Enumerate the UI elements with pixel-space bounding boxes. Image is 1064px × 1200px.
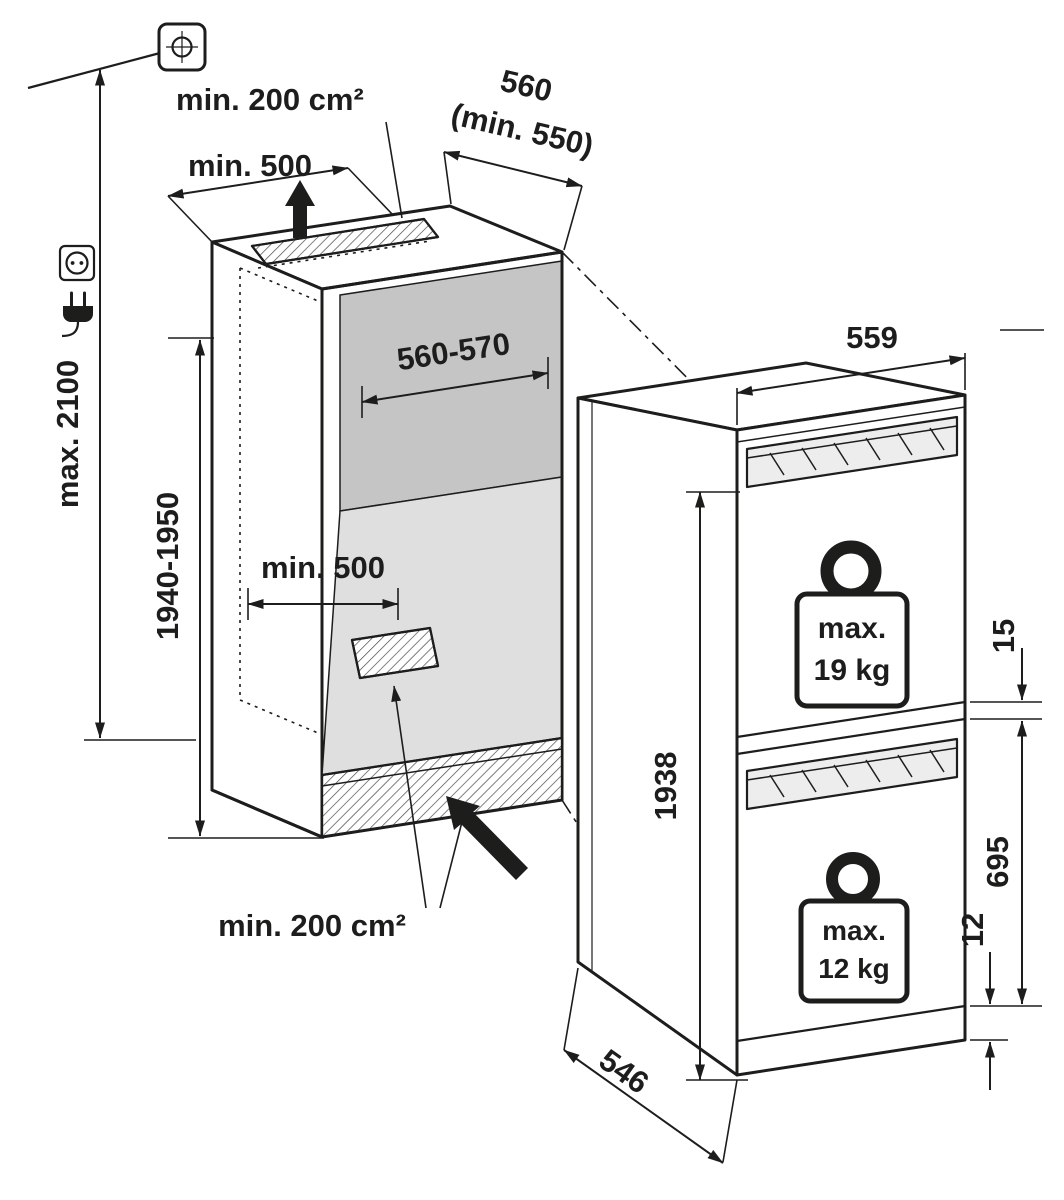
label-niche-depth-min: (min. 550) xyxy=(448,96,597,163)
upper-door-weight-value: 19 kg xyxy=(814,654,891,687)
label-top-vent-area: min. 200 cm² xyxy=(176,82,364,117)
floor-vent-hatch xyxy=(350,626,440,680)
upper-door-handle-rail xyxy=(745,415,959,489)
top-vent-hatch xyxy=(250,217,440,269)
label-bottom-gap: 12 xyxy=(955,913,990,947)
dim-niche-height: 1940-1950 xyxy=(150,337,324,839)
niche-floor xyxy=(321,476,563,776)
label-door-gap: 15 xyxy=(986,619,1021,653)
power-plug-icon xyxy=(61,291,93,338)
label-top-clearance: min. 500 xyxy=(188,148,312,183)
weight-limit-lower: max. 12 kg xyxy=(798,852,910,1004)
label-ceiling-height: max. 2100 xyxy=(50,360,85,508)
door-edges xyxy=(736,406,966,1043)
label-floor-clearance: min. 500 xyxy=(261,550,385,585)
dim-top-clearance: min. 500 xyxy=(167,148,394,244)
label-niche-height: 1940-1950 xyxy=(150,492,185,640)
dim-appliance-height: 1938 xyxy=(648,491,748,1081)
label-lower-door-height: 695 xyxy=(980,836,1015,888)
ceiling-fixing-icon xyxy=(27,22,207,90)
appliance: max. 19 kg max. 12 kg xyxy=(576,361,967,1077)
label-bottom-vent-area: min. 200 cm² xyxy=(218,908,406,943)
dim-right-chain: 15 695 12 xyxy=(955,329,1044,1090)
icons xyxy=(27,22,207,338)
label-appliance-width: 559 xyxy=(846,320,898,355)
power-socket-icon xyxy=(58,244,96,282)
upper-door-weight-prefix: max. xyxy=(818,612,886,645)
niche-front-face xyxy=(210,240,324,839)
lower-door-weight-value: 12 kg xyxy=(818,953,890,984)
weight-limit-upper: max. 19 kg xyxy=(794,540,910,709)
bottom-vent-hatch xyxy=(320,736,564,839)
label-bottom-vent: min. 200 cm² xyxy=(218,685,468,943)
niche xyxy=(210,180,564,880)
dim-floor-clearance: min. 500 xyxy=(247,550,399,620)
label-niche-depth: 560 xyxy=(497,63,555,109)
niche-back-wall xyxy=(339,260,563,512)
niche-bottom-edge xyxy=(210,788,564,839)
niche-hidden-lines xyxy=(239,267,319,734)
label-appliance-height: 1938 xyxy=(648,752,683,821)
dim-appliance-width: 559 xyxy=(736,320,966,425)
dimensions: max. 2100 1940-1950 min. 500 560 (min. 5… xyxy=(50,63,1044,1164)
appliance-side-face xyxy=(576,396,739,1077)
label-top-vent: min. 200 cm² xyxy=(176,82,403,219)
label-appliance-depth: 546 xyxy=(593,1042,655,1100)
lower-door-handle-rail xyxy=(745,737,959,811)
lower-door-weight-prefix: max. xyxy=(822,915,886,946)
dim-ceiling-height: max. 2100 xyxy=(50,69,196,741)
